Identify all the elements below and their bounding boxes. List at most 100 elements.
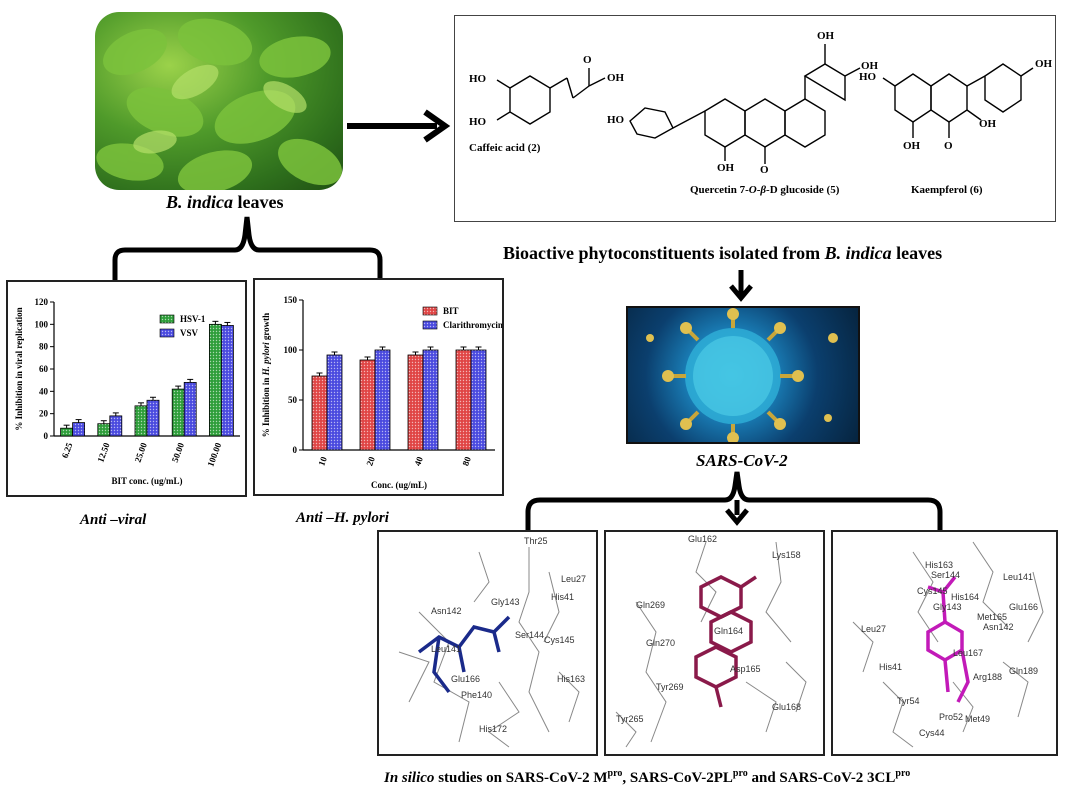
bar — [60, 427, 73, 437]
docking-panel-mpro: Thr25 Leu27 His41 Gly143 Asn142 Ser144 C… — [377, 530, 598, 756]
virus-illustration — [646, 308, 838, 442]
bar — [374, 349, 391, 451]
residue-label: Glu162 — [688, 534, 718, 544]
bar — [171, 388, 185, 437]
bar — [146, 399, 160, 437]
legend-swatch — [159, 314, 175, 324]
y-tick-label: 50 — [288, 395, 298, 405]
residue-label: Cys44 — [919, 728, 945, 738]
x-tick-label: 50.00 — [170, 441, 186, 464]
x-tick-label: 100.00 — [205, 441, 223, 468]
atom-label: O — [583, 54, 592, 66]
atom-label: OH — [717, 162, 735, 174]
atom-label: O — [944, 140, 953, 152]
y-label-part: growth — [261, 313, 271, 343]
bar — [422, 349, 439, 451]
residue-label: Cys145 — [917, 586, 948, 596]
bar — [311, 375, 328, 451]
antihp-caption: Anti –H. pylori — [296, 510, 389, 526]
residue-label: Met165 — [977, 612, 1008, 622]
docking-structure-plpro — [615, 541, 807, 748]
residue-label: Phe140 — [461, 690, 493, 700]
residue-label: His164 — [951, 592, 980, 602]
x-tick-label: 25.00 — [133, 441, 149, 464]
residue-label: Gly143 — [491, 597, 520, 607]
x-tick-label: 6.25 — [60, 441, 75, 460]
residue-label: Gln269 — [636, 600, 666, 610]
compound-structures — [496, 44, 1034, 164]
arrow-to-compounds — [347, 109, 451, 143]
residue-label: Arg188 — [973, 672, 1003, 682]
bar — [326, 354, 343, 451]
residue-label: His41 — [879, 662, 903, 672]
leaves-caption: B. indica leaves — [166, 192, 284, 212]
bar — [97, 423, 111, 437]
residue-label: Pro52 — [939, 712, 964, 722]
residue-label: Tyr54 — [897, 696, 920, 706]
y-tick-label: 40 — [39, 386, 49, 396]
bar — [470, 349, 487, 451]
residue-label: Tyr269 — [656, 682, 684, 692]
residue-label: Gln189 — [1009, 666, 1039, 676]
atom-label: O — [760, 164, 769, 176]
y-tick-label: 0 — [44, 431, 49, 441]
y-tick-label: 120 — [35, 297, 49, 307]
legend-label: HSV-1 — [180, 314, 206, 324]
y-tick-label: 150 — [284, 295, 298, 305]
atom-label: HO — [607, 114, 625, 126]
y-axis-label: % Inhibition in viral replication — [14, 307, 24, 430]
residue-label: Thr25 — [524, 536, 548, 546]
residue-label: His163 — [925, 560, 954, 570]
y-label-species: H. pylori — [261, 342, 271, 376]
atom-label: HO — [469, 116, 487, 128]
x-tick-label: 12.50 — [95, 441, 111, 464]
legend-label: Clarithromycin — [443, 320, 502, 330]
y-tick-label: 100 — [35, 319, 49, 329]
compound-name-quercetin: Quercetin 7-O-β-D glucoside (5) — [690, 184, 840, 196]
x-tick-label: 20 — [364, 455, 377, 467]
y-tick-label: 20 — [39, 409, 49, 419]
residue-label: Leu141 — [431, 644, 462, 654]
atom-label: OH — [979, 118, 997, 130]
y-tick-label: 100 — [284, 345, 298, 355]
y-label-part: % Inhibition in — [261, 375, 271, 437]
residue-label: Gln164 — [714, 626, 744, 636]
atom-label: OH — [1035, 58, 1053, 70]
bar — [208, 323, 222, 437]
residue-label: Glu166 — [451, 674, 481, 684]
legend-label: VSV — [180, 328, 199, 338]
leaves-photo — [95, 12, 343, 190]
bar — [109, 415, 123, 437]
legend-swatch — [422, 306, 438, 316]
residue-label: His172 — [479, 724, 508, 734]
sars-cov-2-image — [626, 306, 860, 444]
legend-label: BIT — [443, 306, 459, 316]
bracket-under-sars — [525, 471, 943, 530]
residue-label: Glu168 — [772, 702, 802, 712]
x-tick-label: 10 — [316, 455, 329, 467]
residue-label: Gln270 — [646, 638, 676, 648]
residue-label: Lys158 — [772, 550, 801, 560]
atom-label: OH — [903, 140, 921, 152]
legend-swatch — [159, 328, 175, 338]
compound-name-kaempferol: Kaempferol (6) — [911, 184, 983, 196]
docking-structure-3clpro — [852, 541, 1044, 748]
residue-label: Ser144 — [931, 570, 961, 580]
atom-label: OH — [607, 72, 625, 84]
bioactive-caption: Bioactive phytoconstituents isolated fro… — [503, 243, 943, 263]
residue-label: Glu166 — [1009, 602, 1039, 612]
residue-label: His163 — [557, 674, 586, 684]
compound-name-caffeic-acid: Caffeic acid (2) — [469, 142, 541, 154]
insilico-caption: In silico studies on SARS-CoV-2 Mpro, SA… — [384, 768, 911, 786]
docking-panel-plpro: Glu162 Lys158 Gln269 Gln270 Gln164 Asp16… — [604, 530, 825, 756]
residue-label: Leu167 — [953, 648, 984, 658]
residue-label: Leu27 — [861, 624, 887, 634]
atom-label: OH — [861, 60, 879, 72]
arrow-to-sars — [729, 270, 753, 302]
x-axis-label: BIT conc. (ug/mL) — [111, 476, 182, 486]
residue-label: Cys145 — [544, 635, 575, 645]
residue-label: Gly143 — [933, 602, 962, 612]
antiviral-caption: Anti –viral — [80, 512, 147, 528]
